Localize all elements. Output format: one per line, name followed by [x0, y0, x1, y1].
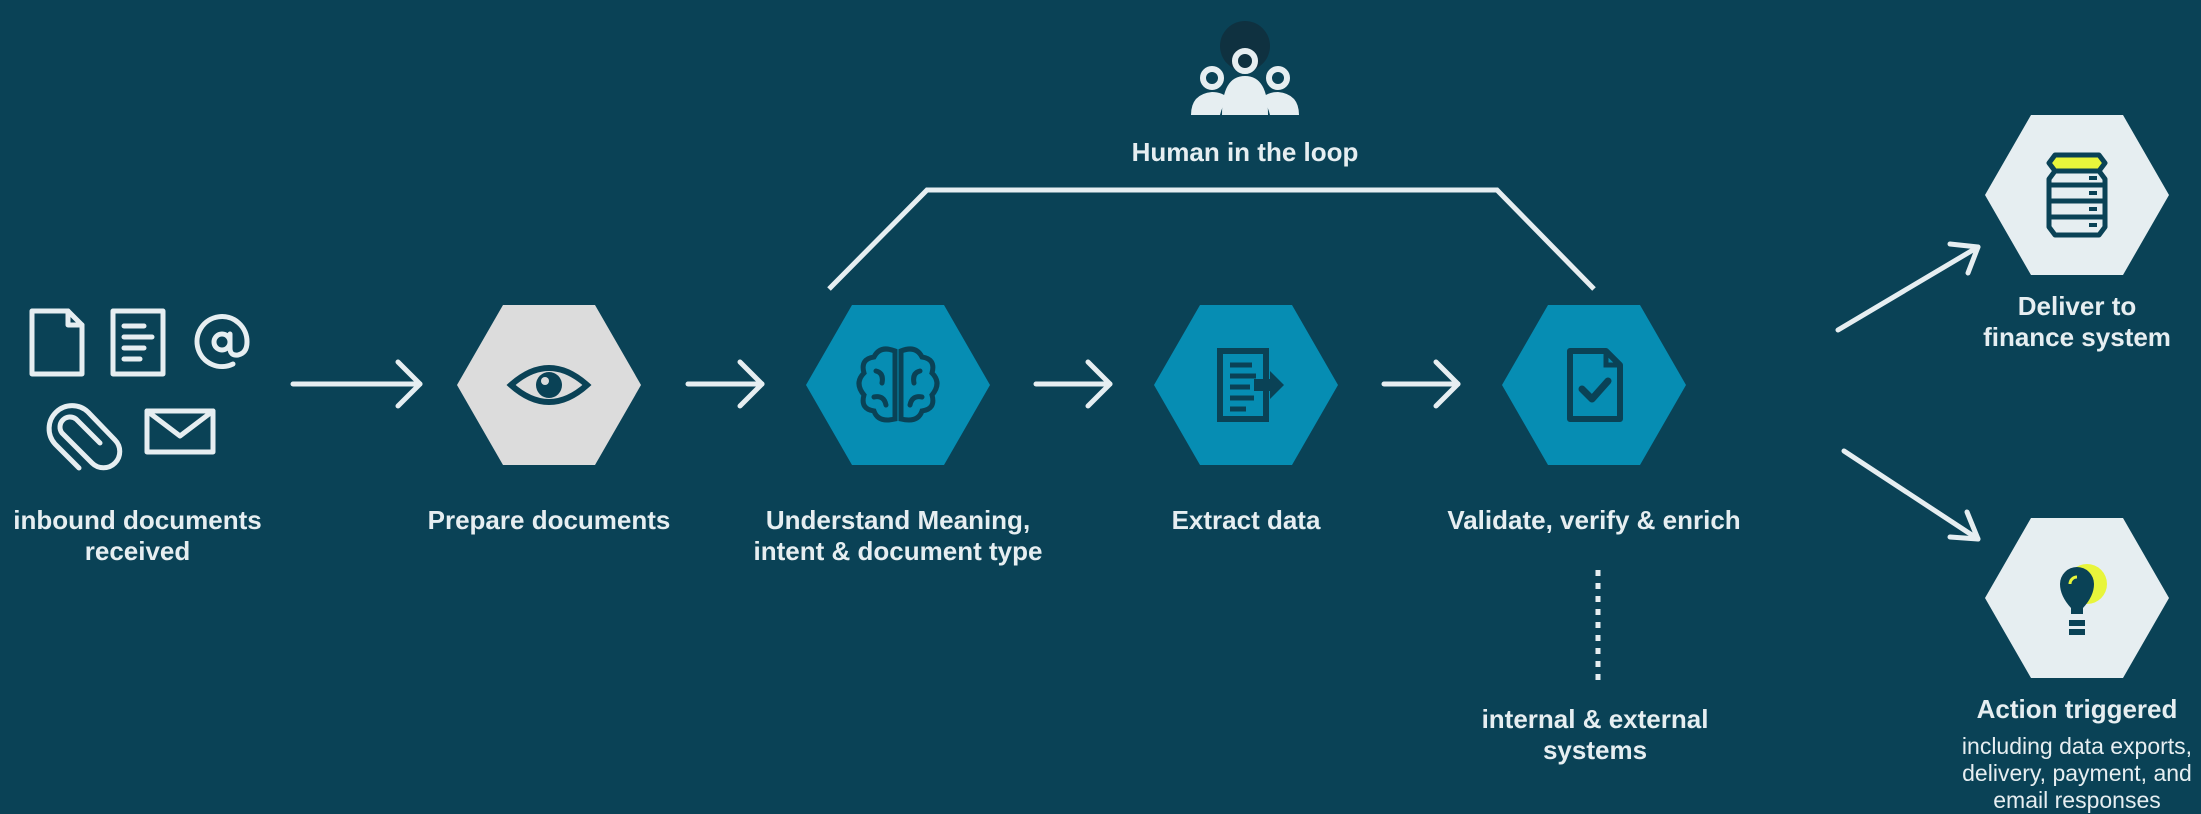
export-document-icon [1217, 348, 1284, 422]
inputs-label: inbound documents received [13, 505, 262, 566]
output-description-action: including data exports, delivery, paymen… [1961, 733, 2193, 813]
output-hex-finance [1985, 115, 2169, 275]
step-hex-extract [1154, 305, 1338, 465]
flow-arrows [290, 241, 1981, 542]
step-hex-prepare [457, 305, 641, 465]
arrow-to-finance-system [1835, 241, 1981, 333]
step-label-understand: Understand Meaning, intent & document ty… [753, 505, 1043, 566]
people-group-icon [1191, 21, 1299, 115]
envelope-icon [144, 408, 216, 455]
arrow-inputs-to-prepare [290, 359, 423, 409]
arrow-prepare-to-understand [685, 359, 765, 409]
step-hex-understand [806, 305, 990, 465]
arrow-extract-to-validate [1381, 359, 1461, 409]
database-icon [2046, 152, 2108, 238]
step-hex-validate [1502, 305, 1686, 465]
human-loop-label: Human in the loop [1131, 137, 1359, 167]
brain-icon [856, 346, 940, 423]
output-label-action: Action triggered [1976, 694, 2178, 724]
text-document-icon [110, 308, 166, 377]
at-sign-icon [194, 314, 250, 370]
document-icon [29, 308, 85, 377]
arrow-understand-to-extract [1033, 359, 1113, 409]
arrow-to-action [1841, 448, 1981, 542]
step-label-extract: Extract data [1171, 505, 1321, 535]
human-loop-bracket [827, 187, 1596, 291]
checked-document-icon [1567, 348, 1623, 422]
paperclip-icon [46, 403, 123, 471]
eye-icon [506, 365, 592, 405]
output-label-finance: Deliver to finance system [1983, 291, 2171, 352]
systems-label: internal & external systems [1481, 704, 1709, 765]
input-icons [29, 308, 250, 471]
step-label-validate: Validate, verify & enrich [1447, 505, 1741, 535]
output-hex-action [1985, 518, 2169, 678]
lightbulb-icon [2060, 564, 2107, 635]
step-label-prepare: Prepare documents [427, 505, 671, 535]
